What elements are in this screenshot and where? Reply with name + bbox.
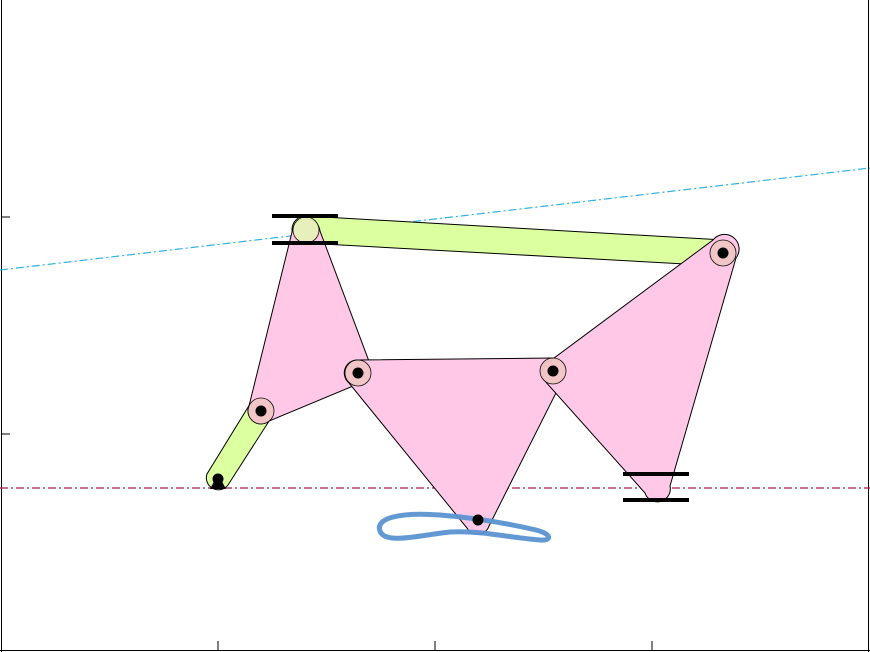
joint-pins — [255, 247, 729, 526]
axis-ticks — [2, 216, 653, 650]
ground-pivot — [210, 473, 226, 489]
ground-pivot-pin — [212, 473, 224, 485]
middle-right-joint — [547, 365, 559, 377]
coupler-curve — [376, 511, 551, 543]
center-ternary-link — [343, 357, 566, 535]
left-ternary-link — [247, 218, 371, 425]
top-slider-guide — [272, 214, 338, 245]
top-right-joint — [717, 247, 729, 259]
top-coupler-link — [291, 215, 737, 267]
right-ternary-link — [541, 233, 740, 503]
coupler-point-joint — [472, 514, 484, 526]
crank-joint — [255, 405, 267, 417]
middle-left-joint — [352, 367, 364, 379]
upper-reference-line — [0, 167, 870, 271]
left-slider-joint-halo — [292, 216, 320, 244]
right-slider-guide — [623, 472, 689, 502]
